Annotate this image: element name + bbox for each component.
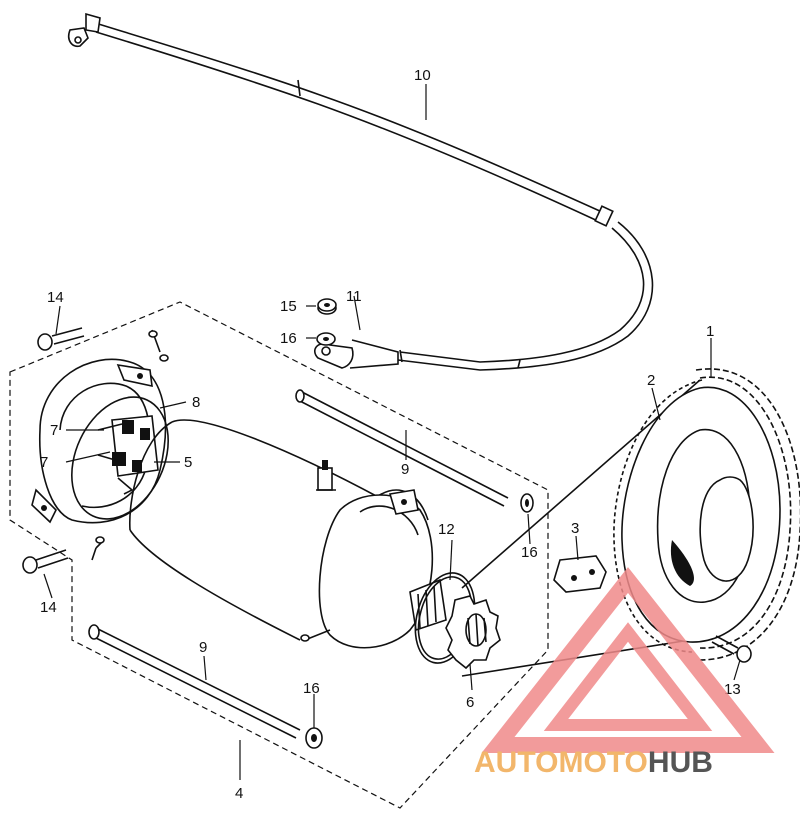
through-bolt-upper bbox=[295, 389, 509, 507]
callout-6: 6 bbox=[466, 694, 474, 711]
callout-10: 10 bbox=[414, 67, 431, 84]
washer-16-right bbox=[520, 493, 534, 513]
callout-8: 8 bbox=[192, 394, 200, 411]
callout-11: 11 bbox=[346, 288, 362, 305]
nut-15 bbox=[317, 298, 337, 315]
watermark-text: AUTOMOTOHUB bbox=[474, 746, 713, 779]
through-bolt-lower bbox=[88, 624, 301, 739]
drive-sprocket-6 bbox=[445, 595, 501, 670]
callout-13: 13 bbox=[724, 681, 741, 698]
leader-lines bbox=[43, 84, 741, 780]
starter-cable bbox=[67, 12, 654, 371]
screw-top bbox=[148, 329, 169, 362]
watermark-logo bbox=[481, 567, 775, 753]
chain-1 bbox=[695, 368, 800, 661]
callout-5: 5 bbox=[184, 454, 192, 471]
callout-16-bottom: 16 bbox=[303, 680, 320, 697]
washer-16-top bbox=[316, 332, 336, 346]
washer-16-bottom bbox=[305, 727, 323, 749]
bolt-14-lower bbox=[22, 549, 69, 574]
starter-end-cover bbox=[31, 358, 169, 524]
assembly-outline-box bbox=[9, 301, 549, 809]
callout-1: 1 bbox=[706, 323, 714, 340]
callout-12: 12 bbox=[438, 521, 455, 538]
callout-9-lower: 9 bbox=[199, 639, 207, 656]
callout-labels: 1 2 3 4 5 6 7 7 8 9 9 10 11 12 13 14 14 … bbox=[40, 67, 741, 802]
callout-7-upper: 7 bbox=[50, 422, 58, 439]
callout-14-upper: 14 bbox=[47, 289, 64, 306]
bolt-13 bbox=[711, 635, 752, 663]
callout-7-lower: 7 bbox=[40, 454, 48, 471]
callout-15: 15 bbox=[280, 298, 297, 315]
watermark-part-2: HUB bbox=[648, 746, 713, 779]
callout-9-upper: 9 bbox=[401, 461, 409, 478]
watermark-part-1: AUTOMOTO bbox=[474, 746, 648, 779]
callout-3: 3 bbox=[571, 520, 579, 537]
starter-motor-body bbox=[128, 419, 447, 649]
callout-2: 2 bbox=[647, 372, 655, 389]
bolt-14-upper bbox=[37, 327, 85, 351]
callout-4: 4 bbox=[235, 785, 243, 802]
callout-14-lower: 14 bbox=[40, 599, 57, 616]
screw-bottom bbox=[91, 536, 105, 561]
driven-sprocket-2 bbox=[613, 379, 781, 653]
callout-16-right: 16 bbox=[521, 544, 538, 561]
callout-16-top: 16 bbox=[280, 330, 297, 347]
bracket-3 bbox=[553, 555, 607, 593]
